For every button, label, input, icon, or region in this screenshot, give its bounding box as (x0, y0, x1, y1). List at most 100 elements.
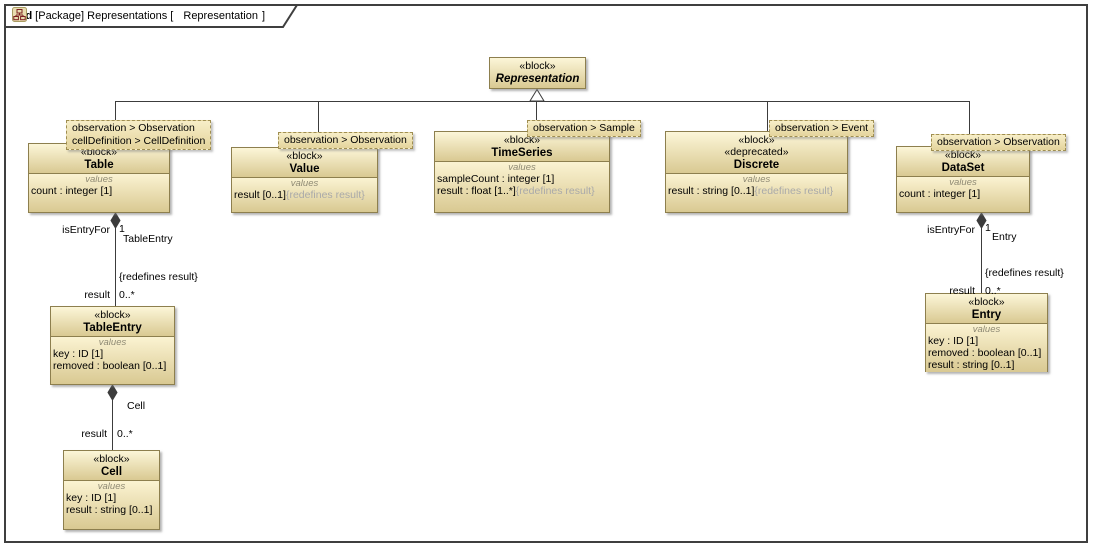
role-label: isEntryFor (62, 224, 110, 236)
block-entry[interactable]: «block» Entry values key : ID [1] remove… (925, 293, 1048, 372)
diagram-context-label: [Package] Representations [ (35, 10, 174, 22)
role-label: result (81, 428, 107, 440)
callout-line: cellDefinition > CellDefinition (72, 135, 206, 147)
block-header: «block» Entry (926, 294, 1047, 323)
diagram-name-label: Representation (183, 10, 258, 22)
composition-diamond (107, 384, 118, 401)
composition-dataset-entry[interactable] (976, 212, 987, 293)
callout-line: observation > Observation (72, 122, 195, 134)
stereotype-label: «block» (738, 134, 775, 146)
callout-line: observation > Observation (284, 134, 407, 146)
block-tableentry[interactable]: «block» TableEntry values key : ID [1] r… (50, 306, 175, 385)
block-discrete[interactable]: «block» «deprecated» Discrete values res… (665, 131, 848, 213)
callout-line: observation > Observation (937, 136, 1060, 148)
constraint-label: {redefines result} (119, 271, 198, 283)
block-name: Table (84, 159, 114, 171)
association-name-label: Entry (992, 231, 1017, 243)
values-caption: values (98, 337, 127, 348)
association-name-label: TableEntry (123, 233, 173, 245)
tab-shape (4, 4, 299, 28)
multiplicity-label: 1 (119, 223, 125, 235)
role-label: isEntryFor (927, 224, 975, 236)
value-row: count : integer [1] (31, 185, 113, 197)
block-name: TimeSeries (491, 147, 553, 159)
stereotype-label: «block» (94, 309, 131, 321)
block-value[interactable]: «block» Value values result [0..1]{redef… (231, 147, 378, 213)
multiplicity-label: 0..* (119, 289, 135, 301)
composition-tableentry-cell[interactable] (107, 384, 118, 450)
block-table[interactable]: «block» Table values count : integer [1] (28, 143, 170, 213)
value-row: count : integer [1] (899, 188, 981, 200)
composition-diamond (110, 212, 121, 229)
diagram-frame (4, 4, 1088, 543)
value-row: result : float [1..*]{redefines result} (437, 185, 595, 197)
block-name: Discrete (733, 159, 780, 171)
stereotype-label: «block» (503, 134, 541, 146)
block-header: «block» DataSet (897, 147, 1029, 176)
stereotype-label: «block» (519, 60, 556, 72)
values-compartment: values key : ID [1] removed : boolean [0… (926, 323, 1047, 372)
association-name-label: Cell (127, 400, 146, 412)
values-compartment: values sampleCount : integer [1] result … (435, 161, 609, 212)
callout-line: observation > Event (775, 122, 869, 134)
value-row: sampleCount : integer [1] (437, 173, 555, 185)
value-row: result [0..1]{redefines result} (234, 189, 365, 201)
callout-line: observation > Sample (533, 122, 635, 134)
block-timeseries[interactable]: «block» TimeSeries values sampleCount : … (434, 131, 610, 213)
stereotype-label: «deprecated» (724, 146, 789, 158)
block-name: TableEntry (83, 322, 142, 334)
values-compartment: values count : integer [1] (897, 176, 1029, 212)
value-row: result : string [0..1]{redefines result} (668, 185, 834, 197)
values-caption: values (85, 174, 113, 185)
values-compartment: values result : string [0..1]{redefines … (666, 173, 847, 212)
block-header: «block» Value (232, 148, 377, 177)
block-dataset[interactable]: «block» DataSet values count : integer [… (896, 146, 1030, 213)
block-header: «block» «deprecated» Discrete (666, 132, 847, 173)
block-cell[interactable]: «block» Cell values key : ID [1] result … (63, 450, 160, 530)
value-row: key : ID [1] (53, 348, 104, 360)
bracket-close: ] (261, 10, 266, 22)
stereotype-label: «block» (93, 453, 130, 465)
role-label: result (84, 289, 110, 301)
values-compartment: values key : ID [1] removed : boolean [0… (51, 336, 174, 384)
value-row: removed : boolean [0..1] (928, 347, 1042, 359)
callout-table[interactable]: observation > Observation cellDefinition… (66, 120, 212, 150)
composition-table-tableentry[interactable] (110, 212, 121, 306)
block-name: Cell (100, 466, 123, 478)
block-header: «block» TimeSeries (435, 132, 609, 161)
stereotype-label: «block» (944, 149, 982, 161)
values-caption: values (972, 324, 1001, 335)
multiplicity-label: 1 (985, 222, 991, 234)
diagram-tab[interactable]: bdd [Package] Representations [ Represen… (4, 4, 302, 29)
values-caption: values (949, 177, 977, 188)
values-compartment: values count : integer [1] (29, 173, 169, 212)
multiplicity-label: 0..* (985, 285, 1001, 297)
values-caption: values (290, 178, 319, 189)
stereotype-label: «block» (286, 150, 323, 162)
block-name: DataSet (941, 162, 985, 174)
values-caption: values (508, 162, 536, 173)
values-compartment: values result [0..1]{redefines result} (232, 177, 377, 212)
multiplicity-label: 0..* (117, 428, 133, 440)
block-header: «block» TableEntry (51, 307, 174, 336)
generalization-arrowhead (529, 88, 545, 102)
value-row: result : string [0..1] (66, 504, 153, 516)
values-caption: values (97, 481, 126, 492)
callout-discrete[interactable]: observation > Event (769, 120, 875, 137)
callout-dataset[interactable]: observation > Observation (931, 134, 1066, 151)
tab-text: bdd [Package] Representations [ Represen… (12, 7, 265, 25)
block-header: «block» Cell (64, 451, 159, 480)
block-representation[interactable]: «block» Representation (489, 57, 586, 89)
value-row: key : ID [1] (928, 335, 979, 347)
constraint-label: {redefines result} (985, 267, 1064, 279)
value-row: removed : boolean [0..1] (53, 360, 167, 372)
value-row: result : string [0..1] (928, 359, 1015, 371)
values-caption: values (742, 174, 771, 185)
role-label: result (949, 285, 975, 297)
value-row: key : ID [1] (66, 492, 117, 504)
callout-timeseries[interactable]: observation > Sample (527, 120, 641, 137)
block-name: Entry (971, 309, 1002, 321)
composition-diamond (976, 212, 987, 229)
callout-value[interactable]: observation > Observation (278, 132, 413, 149)
